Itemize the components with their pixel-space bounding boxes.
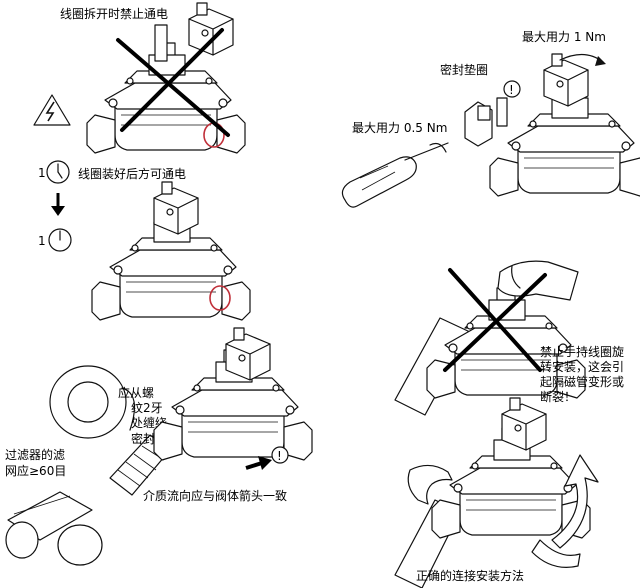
coil-3 [543,53,589,107]
panel-coil-installed: 1 线圈装好后方可通电 1 [38,160,251,321]
high-voltage-icon [33,94,71,126]
warn-line-3: 起隔磁管变形或 [540,374,624,389]
clock-icon [48,228,72,252]
filter-line-1: 过滤器的滤 [5,447,65,462]
panel-torque: 最大用力 1 Nm 密封垫圈 最大用力 0.5 Nm ! [341,30,640,208]
label-max-torque-05: 最大用力 0.5 Nm [352,121,447,135]
panel-no-hand-rotate: 禁止手持线圈旋 转安装，这会引 起隔磁管变形或 断裂！ [394,260,624,416]
warn-line-1: 禁止手持线圈旋 [540,344,624,359]
down-arrow-icon [51,193,65,216]
seal-tape-line-1: 应从螺 [118,385,154,400]
installed-coil [153,181,199,235]
filter-line-2: 网应≥60目 [5,463,66,478]
svg-text:!: ! [277,449,282,463]
panel-correct-install: 正确的连接安装方法 [394,397,599,588]
coil-6 [501,397,547,451]
prohibited-cross-icon [443,268,547,372]
y-strainer-filter [5,491,103,566]
warn-line-4: 断裂！ [540,389,576,404]
seal-tape-line-2: 纹2牙 [131,401,163,415]
svg-text:!: ! [509,83,514,97]
seal-tape-roll [49,365,136,439]
clock-label-2: 1 [38,234,46,248]
small-nut [464,101,493,147]
screwdriver-icon [341,142,449,208]
label-seal-gasket: 密封垫圈 [440,62,488,77]
armature-tube [154,24,168,62]
port-highlight-2 [209,285,231,311]
clock-label-1: 1 [38,166,46,180]
rotation-arrow-icon [531,454,599,568]
flow-arrow-icon [245,456,272,470]
warn-line-2: 转安装，这会引 [540,359,624,374]
clock-icon [46,160,70,184]
label-correct-method: 正确的连接安装方法 [416,568,524,583]
label-no-power-coil-removed: 线圈拆开时禁止通电 [60,6,168,21]
panel-seal-tape: 应从螺 纹2牙 处缠绕 密封 过滤器的滤 网应≥60目 ! 介质流向应与阀体箭头… [5,327,313,566]
detached-coil [188,2,234,56]
panel-coil-removed: 线圈拆开时禁止通电 [33,2,246,154]
label-max-torque-1: 最大用力 1 Nm [522,30,606,44]
seal-tape-line-4: 密封 [131,431,155,446]
label-power-after-install: 线圈装好后方可通电 [78,166,186,181]
seal-gasket [496,97,508,127]
exclamation-icon: ! [271,446,289,464]
prohibited-cross-icon [116,28,230,137]
exclamation-icon: ! [503,80,521,98]
rotation-arrow-icon [559,53,606,66]
wrench-icon [407,464,453,505]
coil-4 [225,327,271,381]
label-flow-direction: 介质流向应与阀体箭头一致 [143,488,287,503]
